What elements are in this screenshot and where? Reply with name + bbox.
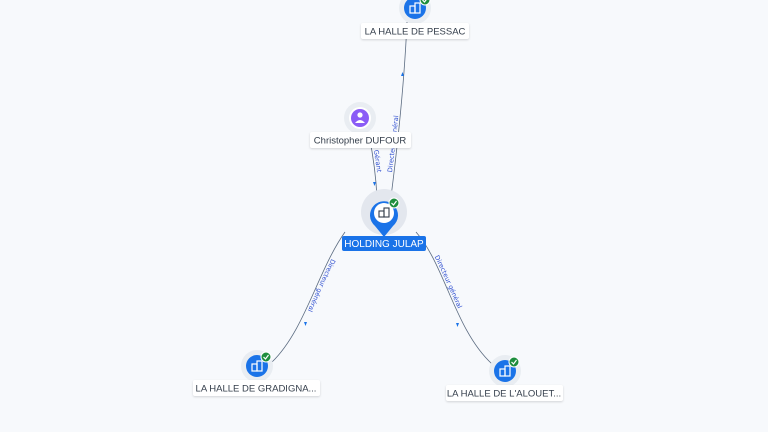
node-holding[interactable]: HOLDING JULAP [342,189,426,251]
node-label-bg [310,132,411,148]
building-icon [499,365,511,377]
edge-person-holding: Gérant [368,134,383,199]
person-icon [351,109,369,127]
edge-label-holding-gradignan: Directeur général [306,258,337,314]
node-label-bg [193,380,320,396]
node-label-bg [446,385,563,401]
building-icon [378,207,390,218]
edge-holding-alouette: Directeur général [415,231,493,365]
edge-label-person-holding: Gérant [372,149,383,173]
verified-check-icon [419,0,431,6]
node-gradignan[interactable]: LA HALLE DE GRADIGNA... [193,350,320,396]
node-label-bg [361,23,469,39]
node-label-person: Christopher DUFOUR [314,136,407,147]
edge-arrow-icon [401,72,404,76]
node-person[interactable]: Christopher DUFOUR [310,102,411,148]
main-label-bg [342,236,426,251]
building-icon [409,2,421,14]
svg-text:Directeur général: Directeur général [306,258,337,314]
edge-arrow-icon [373,182,376,186]
edge-holding-gradignan: Directeur général [271,231,346,363]
edge-arrow-icon [304,322,307,326]
svg-text:Directeur général: Directeur général [433,254,464,310]
verified-check-icon [508,356,520,368]
node-label-pessac: LA HALLE DE PESSAC [365,27,466,38]
verified-check-icon [260,351,272,363]
building-icon [251,360,263,372]
node-alouette[interactable]: LA HALLE DE L'ALOUET... [446,355,563,401]
node-label-alouette: LA HALLE DE L'ALOUET... [447,389,561,400]
verified-check-icon [388,197,400,209]
edge-arrow-icon [456,323,459,327]
edge-holding-pessac: Directeur général [386,21,408,198]
node-pessac[interactable]: LA HALLE DE PESSAC [361,0,469,39]
node-label-holding: HOLDING JULAP [344,239,424,250]
node-label-gradignan: LA HALLE DE GRADIGNA... [196,384,317,395]
edge-label-holding-alouette: Directeur général [433,254,464,310]
svg-text:Gérant: Gérant [372,149,383,173]
